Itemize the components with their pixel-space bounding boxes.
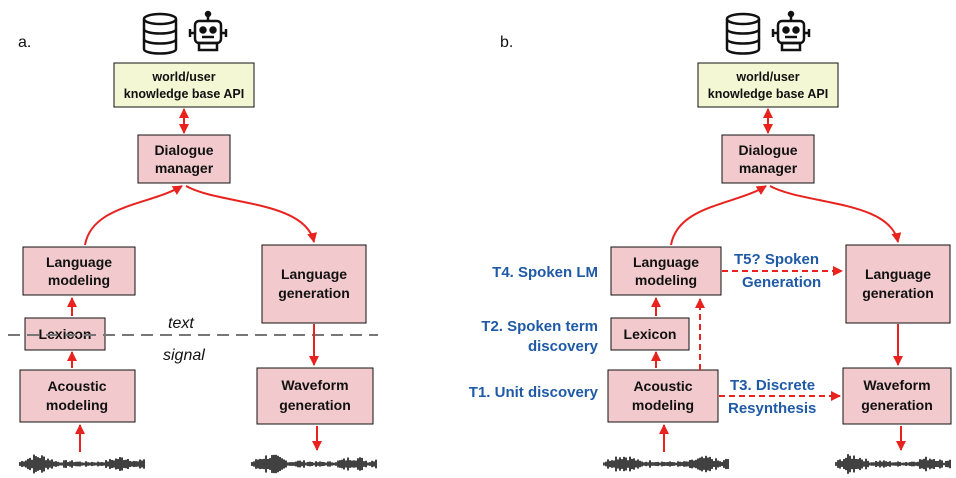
dialogue-manager-box: Dialogue manager [721, 134, 815, 184]
wg-line-1: Waveform [863, 377, 930, 393]
task-t3-label-line-2: Resynthesis [728, 400, 816, 417]
wg-line-2: generation [279, 397, 351, 413]
kb-line-2: knowledge base API [124, 87, 244, 101]
task-t2-label-line-1: T2. Spoken term [481, 318, 598, 335]
lexicon-label: Lexicon [624, 326, 677, 342]
lexicon-box: Lexicon [610, 317, 690, 351]
task-t5-label-line-2: Generation [742, 274, 821, 291]
database-icon [725, 12, 761, 55]
panel-a: a. world/user knowledge base API [8, 10, 378, 474]
dm-to-lg-arrow [185, 185, 317, 243]
knowledge-base-box: world/user knowledge base API [697, 62, 839, 108]
acoustic-modeling-box: Acoustic modeling [19, 369, 136, 423]
language-generation-box: Language generation [261, 244, 367, 324]
task-t2-label-line-2: discovery [528, 338, 599, 355]
waveform-generation-box: Waveform generation [256, 367, 374, 425]
task-t5-label-line-1: T5? Spoken [734, 251, 819, 268]
panel-b: b. world/user knowledge base API [469, 10, 952, 474]
dm-line-1: Dialogue [738, 142, 797, 158]
dm-line-1: Dialogue [154, 142, 213, 158]
panel-a-label: a. [18, 34, 31, 51]
signal-label: signal [163, 347, 205, 364]
lm-line-1: Language [46, 254, 112, 270]
acoustic-modeling-box: Acoustic modeling [607, 369, 719, 423]
am-line-1: Acoustic [47, 378, 106, 394]
input-waveform-icon [603, 455, 729, 473]
kb-line-1: world/user [735, 70, 799, 84]
task-t3-label-line-1: T3. Discrete [730, 377, 815, 394]
lg-line-1: Language [281, 266, 347, 282]
am-line-1: Acoustic [633, 378, 692, 394]
output-waveform-icon [835, 454, 951, 474]
lm-line-1: Language [633, 254, 699, 270]
input-waveform-icon [19, 454, 145, 474]
lm-line-2: modeling [635, 272, 697, 288]
wg-line-1: Waveform [281, 377, 348, 393]
text-label: text [168, 315, 194, 332]
panel-b-label: b. [500, 34, 513, 51]
kb-line-2: knowledge base API [708, 87, 828, 101]
knowledge-base-box: world/user knowledge base API [113, 62, 255, 108]
task-t1-label: T1. Unit discovery [469, 384, 599, 401]
wg-line-2: generation [861, 397, 933, 413]
dm-to-lg-arrow [769, 185, 902, 243]
am-line-2: modeling [632, 397, 694, 413]
language-modeling-box: Language modeling [610, 246, 722, 296]
am-line-2: modeling [46, 397, 108, 413]
lm-to-dm-arrow [84, 185, 183, 246]
robot-icon [771, 10, 811, 52]
dm-line-2: manager [739, 160, 798, 176]
database-icon [142, 12, 178, 55]
kb-line-1: world/user [151, 70, 215, 84]
lm-to-dm-arrow [670, 185, 767, 246]
waveform-generation-box: Waveform generation [842, 367, 952, 425]
lm-line-2: modeling [48, 272, 110, 288]
lg-line-1: Language [865, 266, 931, 282]
dm-line-2: manager [155, 160, 214, 176]
dialogue-manager-box: Dialogue manager [137, 134, 231, 184]
task-t4-label: T4. Spoken LM [492, 264, 598, 281]
language-modeling-box: Language modeling [22, 246, 136, 296]
robot-icon [188, 10, 228, 52]
output-waveform-icon [251, 454, 377, 474]
language-generation-box: Language generation [845, 244, 951, 324]
lg-line-2: generation [278, 285, 350, 301]
lg-line-2: generation [862, 285, 934, 301]
